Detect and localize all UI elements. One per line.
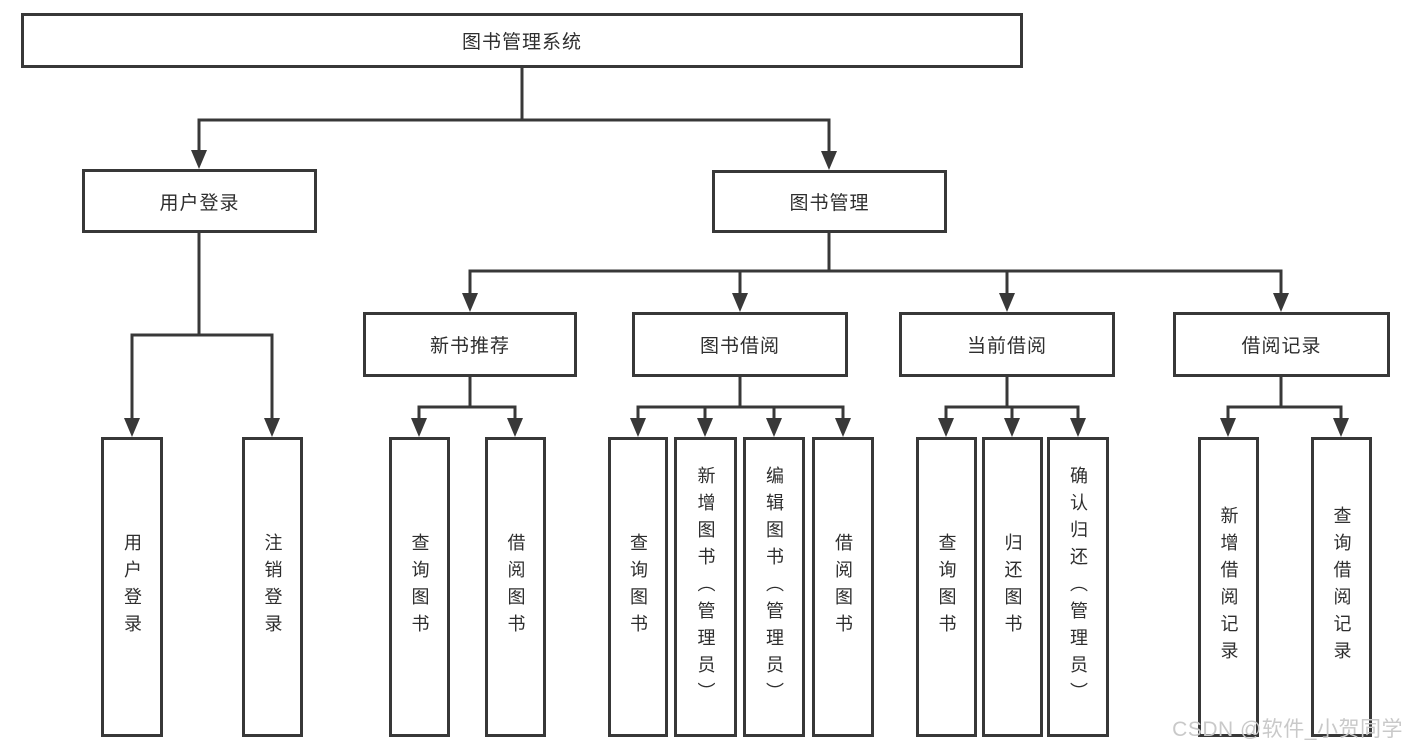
node-label: 当前借阅 — [966, 336, 1047, 357]
leaf-query-books-current: 查询图书 — [916, 437, 977, 737]
node-borrowing-records: 借阅记录 — [1173, 312, 1390, 377]
node-label: 编辑图书（管理员） — [764, 465, 784, 709]
node-new-book-recommendation: 新书推荐 — [363, 312, 577, 377]
node-user-login-group: 用户登录 — [82, 169, 317, 233]
node-current-borrowing: 当前借阅 — [899, 312, 1115, 377]
node-label: 归还图书 — [1002, 533, 1023, 641]
node-label: 用户登录 — [122, 533, 142, 641]
node-book-management-group: 图书管理 — [712, 170, 947, 233]
node-label: 图书管理 — [789, 193, 870, 214]
node-label: 借阅图书 — [833, 533, 853, 641]
node-label: 用户登录 — [159, 192, 240, 214]
node-label: 查询图书 — [409, 533, 430, 641]
node-label: 新增借阅记录 — [1218, 506, 1239, 668]
leaf-return-books: 归还图书 — [982, 437, 1043, 737]
leaf-borrow-books-recommend: 借阅图书 — [485, 437, 546, 737]
leaf-query-books-recommend: 查询图书 — [389, 437, 450, 737]
node-label: 借阅记录 — [1241, 336, 1322, 357]
node-label: 图书管理系统 — [461, 32, 582, 53]
leaf-query-borrow-record: 查询借阅记录 — [1311, 437, 1372, 737]
node-label: 借阅图书 — [505, 533, 526, 641]
node-book-borrowing: 图书借阅 — [632, 312, 848, 377]
node-label: 查询图书 — [936, 533, 957, 641]
leaf-logout: 注销登录 — [242, 437, 303, 737]
node-label: 注销登录 — [262, 533, 283, 641]
leaf-add-borrow-record: 新增借阅记录 — [1198, 437, 1259, 737]
node-library-management-system: 图书管理系统 — [21, 13, 1023, 68]
node-label: 新增图书（管理员） — [695, 465, 716, 709]
tree-edges — [130, 68, 1343, 419]
arrowheads — [124, 150, 1349, 437]
node-label: 确认归还（管理员） — [1068, 465, 1088, 709]
leaf-query-books-borrowing: 查询图书 — [608, 437, 668, 737]
leaf-user-login: 用户登录 — [101, 437, 163, 737]
node-label: 查询借阅记录 — [1331, 506, 1352, 668]
leaf-add-books-admin: 新增图书（管理员） — [674, 437, 737, 737]
node-label: 查询图书 — [628, 533, 648, 641]
leaf-borrow-books: 借阅图书 — [812, 437, 874, 737]
leaf-edit-books-admin: 编辑图书（管理员） — [743, 437, 805, 737]
node-label: 图书借阅 — [699, 336, 780, 357]
leaf-confirm-return-admin: 确认归还（管理员） — [1047, 437, 1109, 737]
node-label: 新书推荐 — [429, 336, 510, 357]
csdn-watermark: CSDN @软件_小贺同学 — [1172, 718, 1403, 741]
